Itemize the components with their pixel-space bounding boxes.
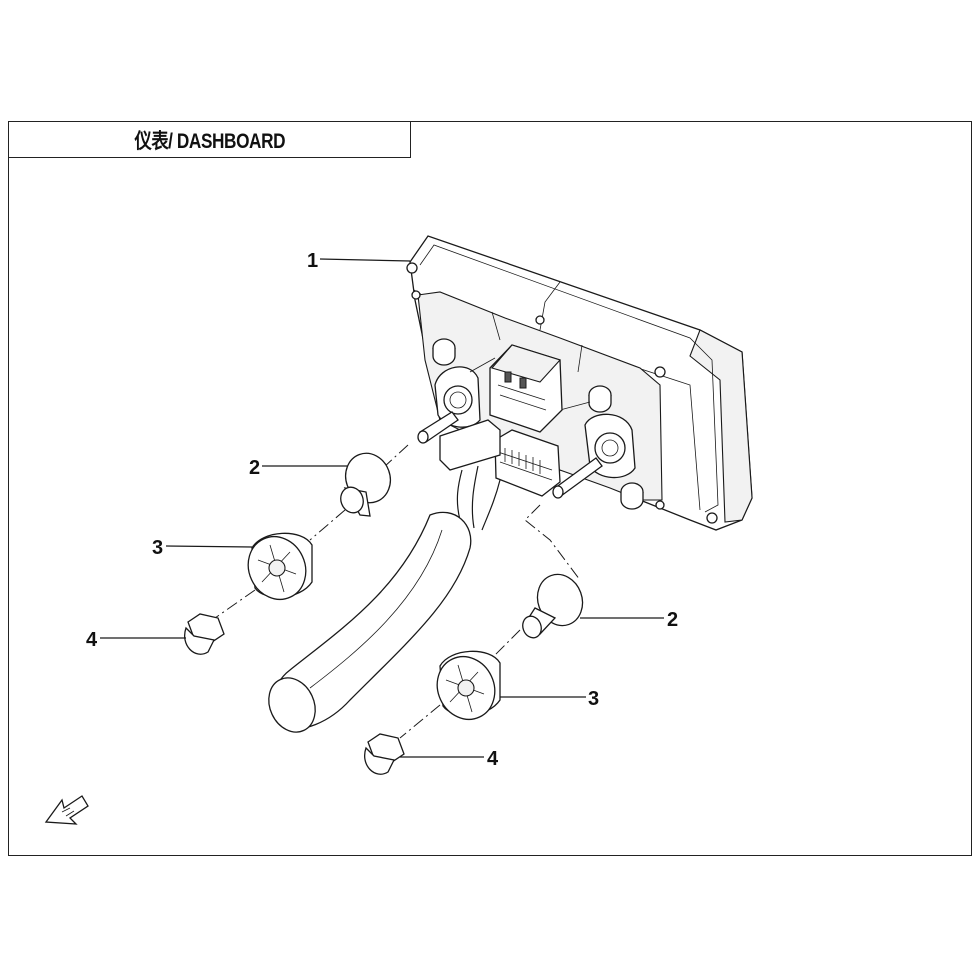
flange-bushing-right bbox=[522, 573, 584, 639]
flange-bushing-left bbox=[340, 452, 392, 517]
rubber-damper-left bbox=[247, 532, 313, 600]
grommet bbox=[620, 482, 644, 510]
fwd-arrow-icon bbox=[44, 795, 89, 825]
cap-nut-left bbox=[184, 613, 225, 655]
diagram-frame bbox=[8, 121, 972, 856]
assembly-axes bbox=[214, 444, 581, 739]
callout-1: 1 bbox=[307, 250, 318, 272]
cap-nut-right bbox=[364, 733, 405, 775]
wiring-connectors bbox=[268, 344, 563, 733]
title-box: 仪表/ DASHBOARD bbox=[8, 121, 411, 158]
leader-lines bbox=[100, 258, 664, 758]
callout-4-left: 4 bbox=[86, 629, 98, 651]
page-title: 仪表/ DASHBOARD bbox=[134, 129, 285, 153]
rubber-damper-right bbox=[436, 650, 501, 720]
callout-3-right: 3 bbox=[588, 688, 599, 710]
callout-2-left: 2 bbox=[249, 457, 260, 479]
callout-3-left: 3 bbox=[152, 537, 163, 559]
grommet bbox=[432, 338, 456, 366]
callout-4-right: 4 bbox=[487, 748, 499, 770]
grommet bbox=[588, 385, 612, 413]
callout-2-right: 2 bbox=[667, 609, 678, 631]
